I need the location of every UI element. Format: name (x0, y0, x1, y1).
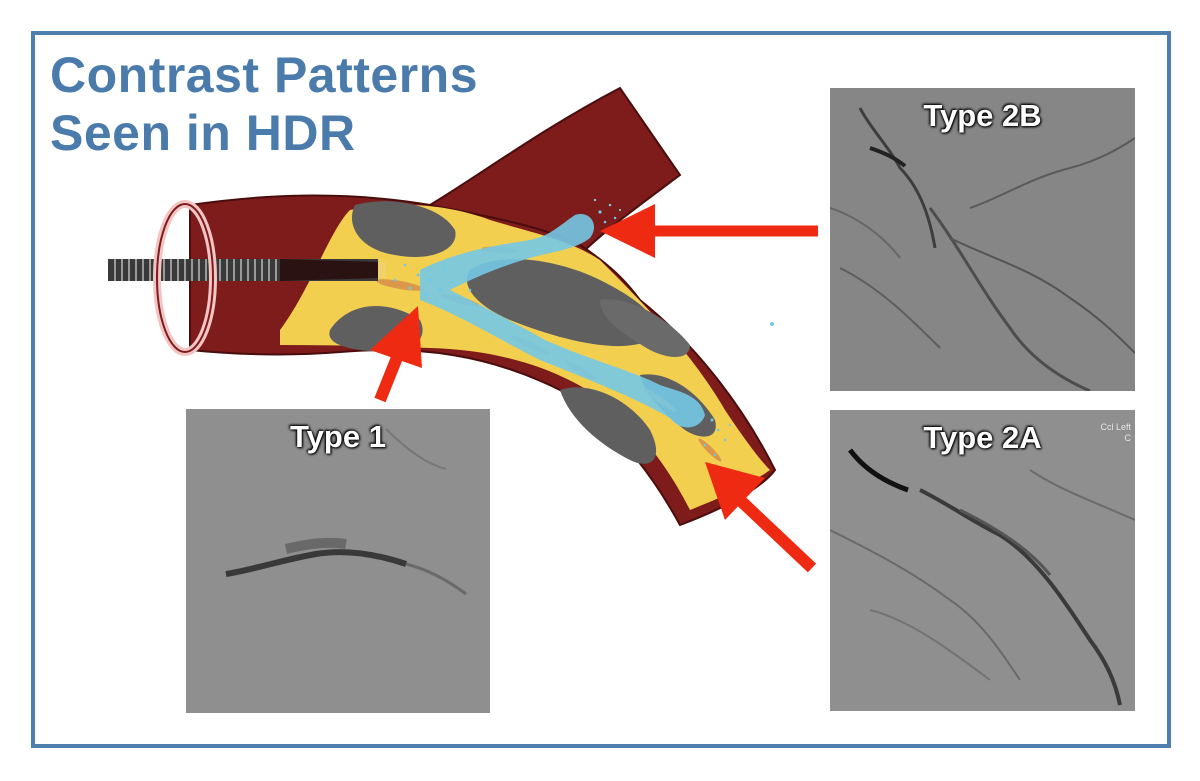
arrow-type-2a (705, 462, 817, 573)
angiogram-panel-type-2b: Type 2B (830, 88, 1135, 391)
contrast-channel (420, 214, 705, 428)
plaque-blob (560, 387, 657, 464)
type-2a-label: Type 2A (923, 420, 1042, 455)
angiogram-image (830, 410, 1135, 711)
page-title: Contrast Patterns Seen in HDR (50, 46, 478, 162)
arrow-type-2b (600, 204, 818, 258)
angiogram-image (186, 409, 490, 713)
upper-branch (427, 86, 682, 257)
title-line-2: Seen in HDR (50, 105, 356, 161)
type-1-label: Type 1 (290, 419, 386, 454)
plaque-blob (351, 201, 456, 258)
plaque-blob (600, 299, 690, 357)
angiogram-overlay-text: Ccl Left C (1100, 422, 1131, 443)
contrast-dots (393, 198, 774, 457)
plaque-blob (466, 259, 655, 347)
type-2b-label: Type 2B (923, 98, 1042, 133)
angiogram-panel-type-1: Type 1 (186, 409, 490, 713)
arrow-type-1 (370, 306, 422, 403)
angiogram-image (830, 88, 1135, 391)
catheter-tip (280, 259, 380, 281)
title-line-1: Contrast Patterns (50, 47, 479, 103)
angiogram-panel-type-2a: Type 2A Ccl Left C (830, 410, 1135, 711)
